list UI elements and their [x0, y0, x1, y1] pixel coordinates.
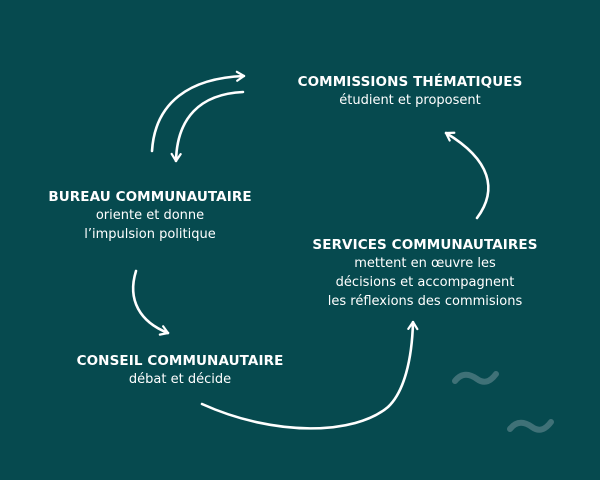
node-bureau-communautaire: BUREAU COMMUNAUTAIRE oriente et donne l’… [20, 188, 280, 244]
node-description-line: décisions et accompagnent [335, 275, 515, 290]
node-description-line: mettent en œuvre les [354, 256, 496, 271]
node-description-line: l’impulsion politique [84, 227, 216, 242]
node-title: COMMISSIONS THÉMATIQUES [297, 74, 523, 90]
node-title: SERVICES COMMUNAUTAIRES [312, 237, 538, 253]
arrow-bureau-to-commissions [150, 70, 246, 153]
node-commissions-thematiques: COMMISSIONS THÉMATIQUES étudient et prop… [280, 73, 540, 110]
arrow-bureau-to-conseil [131, 269, 170, 336]
arrow-services-to-commissions [444, 131, 490, 220]
node-description-line: oriente et donne [95, 208, 205, 223]
node-description-line: étudient et proposent [339, 93, 481, 108]
node-title: CONSEIL COMMUNAUTAIRE [76, 353, 284, 369]
node-services-communautaires: SERVICES COMMUNAUTAIRES mettent en œuvre… [295, 236, 555, 311]
node-description-line: débat et décide [128, 372, 232, 387]
tilde-decoration-icon [507, 419, 554, 433]
arrow-commissions-to-bureau [170, 90, 245, 163]
node-conseil-communautaire: CONSEIL COMMUNAUTAIRE débat et décide [50, 352, 310, 389]
node-description-line: les réflexions des commisions [327, 294, 523, 309]
arrow-conseil-to-services [200, 320, 419, 430]
tilde-decoration-icon [452, 371, 499, 385]
node-title: BUREAU COMMUNAUTAIRE [48, 189, 252, 205]
